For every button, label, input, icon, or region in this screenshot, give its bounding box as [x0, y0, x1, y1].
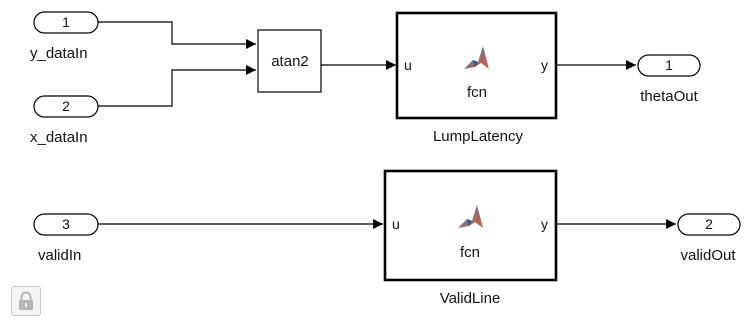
- port-name: validOut: [680, 247, 736, 264]
- port-number: 3: [62, 216, 70, 232]
- atan2-label: atan2: [271, 53, 309, 70]
- port-number: 1: [62, 14, 70, 30]
- port-name: y_dataIn: [30, 45, 88, 62]
- port-number: 2: [705, 216, 713, 232]
- block-name: LumpLatency: [433, 128, 524, 145]
- port-number: 1: [665, 57, 673, 73]
- outport-validout[interactable]: 2 validOut: [677, 213, 741, 264]
- input-port-label: u: [392, 216, 400, 232]
- inport-validin[interactable]: 3 validIn: [33, 213, 99, 264]
- wire-y-datain-to-atan2[interactable]: [98, 21, 256, 49]
- lumplatency-block[interactable]: u y fcn LumpLatency: [395, 11, 558, 145]
- block-inside-label: fcn: [460, 244, 480, 261]
- matlab-logo-icon: [458, 205, 483, 228]
- wire-x-datain-to-atan2[interactable]: [98, 65, 256, 107]
- atan2-block[interactable]: atan2: [257, 29, 322, 93]
- matlab-logo-icon: [464, 46, 489, 69]
- inport-x-datain[interactable]: 2 x_dataIn: [30, 95, 99, 146]
- inport-y-datain[interactable]: 1 y_dataIn: [30, 11, 99, 62]
- outport-thetaout[interactable]: 1 thetaOut: [637, 54, 701, 105]
- block-inside-label: fcn: [467, 84, 487, 101]
- lock-button[interactable]: [11, 286, 41, 316]
- validline-block[interactable]: u y fcn ValidLine: [383, 169, 558, 307]
- input-port-label: u: [404, 57, 412, 73]
- connection-lines: [98, 21, 676, 229]
- port-name: x_dataIn: [30, 129, 88, 146]
- block-name: ValidLine: [440, 290, 501, 307]
- output-port-label: y: [541, 216, 548, 232]
- port-name: validIn: [38, 247, 81, 264]
- port-number: 2: [62, 98, 70, 114]
- port-name: thetaOut: [640, 88, 698, 105]
- output-port-label: y: [541, 57, 548, 73]
- lock-icon: [19, 291, 33, 310]
